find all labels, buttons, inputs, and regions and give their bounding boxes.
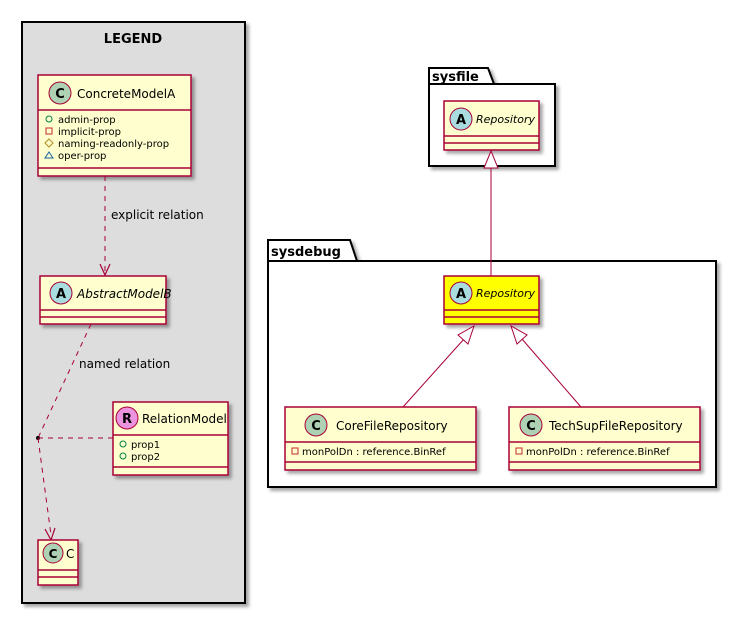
class-sysfile-repository[interactable]: A Repository <box>443 100 540 151</box>
private-visibility-icon <box>515 447 523 455</box>
class-badge-letter: C <box>49 547 58 561</box>
abstract-badge-letter: A <box>56 287 66 302</box>
legend-panel: LEGEND C ConcreteModelA admin-prop impli… <box>21 21 246 604</box>
prop-naming-readonly: naming-readonly-prop <box>58 139 169 150</box>
inheritance-arrowhead-icon <box>483 149 499 169</box>
class-badge-letter: C <box>526 419 536 434</box>
private-visibility-icon <box>45 127 53 135</box>
prop-2: prop2 <box>131 452 160 463</box>
class-name: CoreFileRepository <box>336 419 448 433</box>
inheritance-core-to-repository <box>402 324 475 408</box>
explicit-relation-label: explicit relation <box>111 208 204 222</box>
abstract-badge-icon <box>49 281 73 305</box>
prop-admin: admin-prop <box>58 115 116 126</box>
class-badge-letter: C <box>55 87 65 102</box>
public-visibility-icon <box>119 440 127 448</box>
class-name: RelationModel <box>142 412 227 426</box>
class-core-file-repository[interactable]: C CoreFileRepository monPolDn : referenc… <box>284 406 477 471</box>
package-name: sysdebug <box>271 245 341 260</box>
class-concrete-model-a[interactable]: C ConcreteModelA admin-prop implicit-pro… <box>37 74 192 177</box>
explicit-relation-arrow: explicit relation <box>99 176 204 277</box>
inheritance-arrowhead-icon <box>510 324 528 345</box>
abstract-badge-icon <box>449 107 473 131</box>
class-name: ConcreteModelA <box>77 87 176 101</box>
legend-title: LEGEND <box>104 32 163 47</box>
abstract-badge-letter: A <box>456 113 466 128</box>
class-techsup-file-repository[interactable]: C TechSupFileRepository monPolDn : refer… <box>508 406 701 471</box>
package-visibility-icon <box>44 151 54 159</box>
public-visibility-icon <box>119 452 127 460</box>
class-name: C <box>66 547 74 561</box>
prop-oper: oper-prop <box>58 151 106 162</box>
named-relation-line: named relation <box>36 323 170 542</box>
public-visibility-icon <box>45 115 53 123</box>
inheritance-techsup-to-repository <box>510 324 582 408</box>
class-badge-icon <box>48 81 72 105</box>
package-sysfile: sysfile A Repository <box>428 67 556 167</box>
class-relation-model[interactable]: R RelationModel prop1 prop2 <box>112 401 229 476</box>
class-badge-letter: C <box>311 419 321 434</box>
package-sysdebug: sysdebug A Repository C CoreFileReposito… <box>267 239 717 488</box>
class-c[interactable]: C C <box>37 539 79 586</box>
prop-implicit: implicit-prop <box>58 127 121 138</box>
class-name: AbstractModelB <box>76 287 172 301</box>
inheritance-sysdebug-to-sysfile <box>483 149 499 276</box>
class-sysdebug-repository[interactable]: A Repository <box>443 275 540 325</box>
class-badge-icon <box>519 413 543 437</box>
named-relation-label: named relation <box>79 357 170 371</box>
class-name: Repository <box>476 287 535 300</box>
class-badge-icon <box>304 413 328 437</box>
abstract-badge-letter: A <box>456 287 466 302</box>
class-name: Repository <box>476 113 535 126</box>
package-name: sysfile <box>432 70 479 85</box>
class-abstract-model-b[interactable]: A AbstractModelB <box>39 275 172 325</box>
abstract-badge-icon <box>449 281 473 305</box>
attribute: monPolDn : reference.BinRef <box>526 447 670 458</box>
protected-visibility-icon <box>44 138 54 148</box>
relation-badge-letter: R <box>122 412 132 427</box>
prop-1: prop1 <box>131 440 160 451</box>
class-name: TechSupFileRepository <box>548 419 683 433</box>
private-visibility-icon <box>291 447 299 455</box>
inheritance-arrowhead-icon <box>457 324 475 345</box>
relation-badge-icon <box>115 406 139 430</box>
attribute: monPolDn : reference.BinRef <box>302 447 446 458</box>
class-badge-icon <box>42 542 64 564</box>
